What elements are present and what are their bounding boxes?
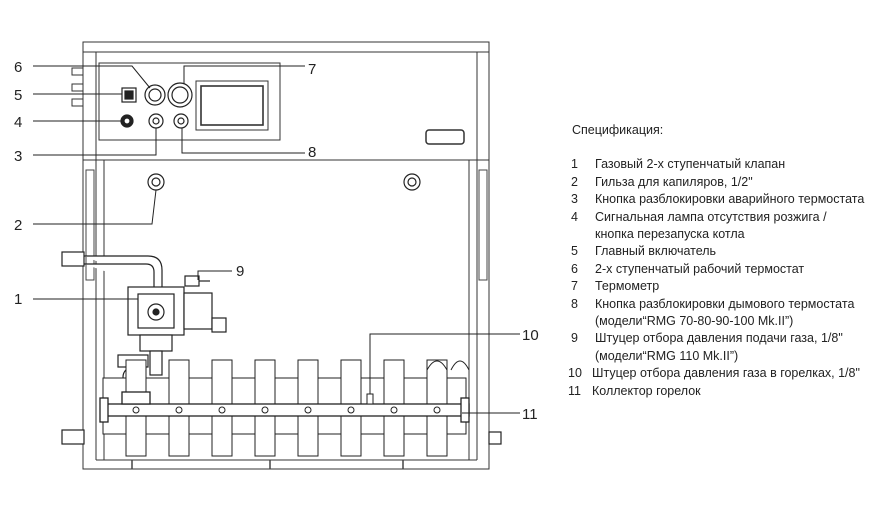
spec-item: 11 Коллектор горелок	[568, 383, 868, 400]
callout-3: 3	[14, 148, 22, 165]
spec-subtext: (модели“RMG 70-80-90-100 Mk.II”)	[595, 314, 794, 329]
spec-item: 8 Кнопка разблокировки дымового термостат…	[568, 296, 868, 313]
spec-num: 4	[571, 209, 578, 224]
spec-item: 7 Термометр	[568, 278, 868, 295]
burner-collector	[99, 391, 470, 423]
spec-item: 5 Главный включатель	[568, 243, 868, 260]
callout-10: 10	[522, 327, 539, 344]
spec-text: Главный включатель	[595, 244, 717, 259]
brand-plate	[425, 129, 465, 145]
spec-item: 4 Сигнальная лампа отсутствия розжига /	[568, 209, 868, 226]
callout-11: 11	[522, 406, 538, 423]
spec-text: Сигнальная лампа отсутствия розжига /	[595, 209, 827, 224]
spec-num: 5	[571, 244, 578, 259]
burner-pressure-nipple	[366, 393, 374, 405]
callout-5: 5	[14, 87, 22, 104]
spec-item: 3 Кнопка разблокировки аварийного термост…	[568, 191, 868, 208]
spec-text: Термометр	[595, 279, 660, 294]
spec-num: 7	[571, 279, 578, 294]
gas-valve	[127, 275, 227, 376]
leader-6	[33, 65, 151, 89]
spec-text: Коллектор горелок	[592, 383, 701, 398]
gas-inlet	[61, 251, 85, 267]
spec-num: 10	[568, 366, 582, 381]
spec-item: 9 Штуцер отбора давления подачи газа, 1/8…	[568, 330, 868, 347]
spec-subtext: кнопка перезапуска котла	[595, 227, 745, 242]
callout-9: 9	[236, 263, 244, 280]
spec-subtext: (модели“RMG 110 Mk.II”)	[595, 348, 739, 363]
spec-text: Штуцер отбора давления подачи газа, 1/8"	[595, 331, 843, 346]
spec-num: 2	[571, 174, 578, 189]
spec-num: 6	[571, 261, 578, 276]
spec-item: 2 Гильза для капиляров, 1/2"	[568, 174, 868, 191]
spec-num: 9	[571, 331, 578, 346]
spec-num: 11	[568, 383, 581, 398]
callout-2: 2	[14, 217, 22, 234]
spec-num: 1	[571, 157, 578, 172]
spec-item: 6 2-х ступенчатый рабочий термостат	[568, 261, 868, 278]
callout-7: 7	[308, 61, 316, 78]
leader-2	[33, 189, 157, 225]
spec-text: Штуцер отбора давления газа в горелках, …	[592, 366, 860, 381]
leader-10	[369, 333, 520, 394]
leader-7	[183, 65, 305, 84]
spec-text: Кнопка разблокировки аварийного термоста…	[595, 192, 865, 207]
spec-title: Спецификация:	[572, 123, 664, 137]
callout-8: 8	[308, 144, 316, 161]
leader-9	[197, 270, 232, 280]
callout-4: 4	[14, 114, 22, 131]
spec-text: Газовый 2-х ступенчатый клапан	[595, 157, 786, 172]
spec-num: 3	[571, 192, 578, 207]
spec-text: Гильза для капиляров, 1/2"	[595, 174, 753, 189]
spec-text: Кнопка разблокировки дымового термостата	[595, 296, 855, 311]
spec-num: 8	[571, 296, 578, 311]
leader-3	[33, 128, 157, 156]
spec-item: 1 Газовый 2-х ступенчатый клапан	[568, 156, 868, 173]
specification-list: Спецификация: 1 Газовый 2-х ступенчатый к…	[568, 122, 868, 400]
spec-item: 10 Штуцер отбора давления газа в горелках…	[568, 365, 868, 382]
callout-1: 1	[14, 291, 22, 308]
thermometer-display	[195, 80, 269, 131]
spec-text: 2-х ступенчатый рабочий термостат	[595, 261, 805, 276]
leader-8	[181, 128, 305, 154]
callout-6: 6	[14, 59, 22, 76]
